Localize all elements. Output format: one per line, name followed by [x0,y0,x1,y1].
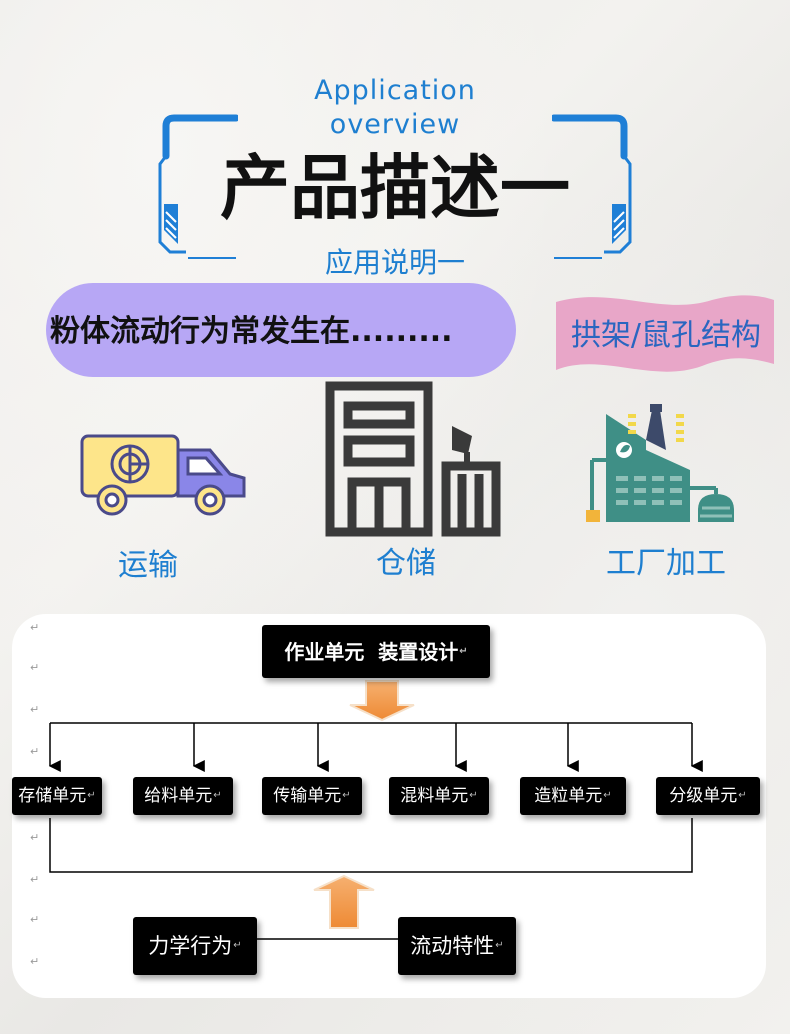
flow-property-label: 流动特性 [410,934,495,958]
unit-box-granulation: 造粒单元↵ [520,777,626,815]
return-mark: ↵ [30,621,40,634]
factory-label: 工厂加工 [606,546,726,581]
return-mark: ↵ [469,790,478,801]
return-mark: ↵ [30,873,40,886]
return-mark: ↵ [459,645,468,657]
return-mark: ↵ [30,913,40,926]
operation-unit-box: 作业单元 装置设计↵ [262,625,490,678]
return-mark: ↵ [495,940,504,951]
english-title-line1: Application [314,75,476,106]
return-mark: ↵ [30,831,40,844]
subtitle: 应用说明一 [324,246,465,279]
unit-box-feeding: 给料单元↵ [133,777,233,815]
english-title-line2: overview [329,109,461,140]
factory-icon [586,404,734,522]
description-pill [46,283,516,377]
mechanical-behavior-label: 力学行为 [148,934,233,958]
return-mark: ↵ [603,790,612,801]
unit-label: 传输单元 [273,786,342,806]
right-bracket-decoration [552,114,632,259]
unit-label: 给料单元 [144,786,213,806]
unit-box-storage: 存储单元↵ [12,777,102,815]
flow-property-box: 流动特性↵ [398,917,516,975]
warehouse-building-icon [325,381,501,537]
orange-up-arrow [313,874,375,929]
return-mark: ↵ [30,745,40,758]
orange-down-arrow [349,680,415,722]
description-pill-text: 粉体流动行为常发生在......... [50,314,453,349]
unit-label: 存储单元 [18,786,87,806]
flow-connectors [48,680,703,940]
return-mark: ↵ [87,790,96,801]
unit-box-mixing: 混料单元↵ [389,777,489,815]
return-mark: ↵ [213,790,222,801]
left-bracket-decoration [158,114,238,259]
unit-label: 分级单元 [669,786,738,806]
ribbon-banner-text: 拱架/鼠孔结构 [570,318,762,353]
unit-box-classification: 分级单元↵ [656,777,760,815]
main-title: 产品描述一 [220,147,570,229]
return-mark: ↵ [342,790,351,801]
unit-label: 混料单元 [400,786,469,806]
unit-label: 造粒单元 [534,786,603,806]
ribbon-banner [556,295,774,372]
transport-label: 运输 [118,548,178,583]
storage-label: 仓储 [376,546,436,581]
unit-box-conveying: 传输单元↵ [262,777,362,815]
return-mark: ↵ [30,955,40,968]
return-mark: ↵ [30,661,40,674]
mechanical-behavior-box: 力学行为↵ [133,917,257,975]
truck-icon [80,434,246,516]
return-mark: ↵ [233,940,242,951]
english-title: Application overview [0,74,790,142]
return-mark: ↵ [738,790,747,801]
return-mark: ↵ [30,703,40,716]
operation-unit-text: 作业单元 装置设计 [284,639,459,664]
